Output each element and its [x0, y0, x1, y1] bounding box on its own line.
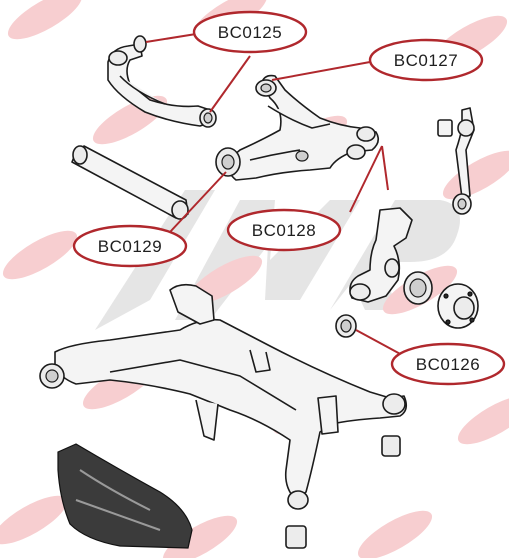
callout-label-bc0127: BC0127 [394, 51, 458, 70]
knuckle-hub-assembly [335, 207, 479, 338]
leader-bc0125b [209, 55, 251, 113]
leader-bc0129 [169, 171, 227, 233]
leader-bc0128b [381, 145, 389, 191]
callout-bc0127: BC0127 [368, 38, 484, 82]
callout-bc0125: BC0125 [192, 10, 308, 54]
callout-bc0128: BC0128 [226, 208, 342, 252]
callout-label-bc0128: BC0128 [252, 221, 316, 240]
leader-bc0128a [349, 145, 383, 213]
lower-control-arm [215, 74, 380, 181]
leader-bc0127 [271, 61, 371, 81]
leader-bc0126 [355, 329, 405, 357]
mounting-bracket [57, 443, 193, 549]
callout-label-bc0126: BC0126 [416, 355, 480, 374]
callout-label-bc0125: BC0125 [218, 23, 282, 42]
stabilizer-link [437, 107, 475, 215]
callout-label-bc0129: BC0129 [98, 237, 162, 256]
upper-control-arm [107, 35, 217, 128]
callout-bc0129: BC0129 [72, 224, 188, 268]
leader-bc0125a [145, 33, 197, 43]
rear-subframe [39, 283, 408, 549]
callout-bc0126: BC0126 [390, 342, 506, 386]
leader-lines [145, 33, 405, 357]
trailing-link [71, 145, 189, 220]
